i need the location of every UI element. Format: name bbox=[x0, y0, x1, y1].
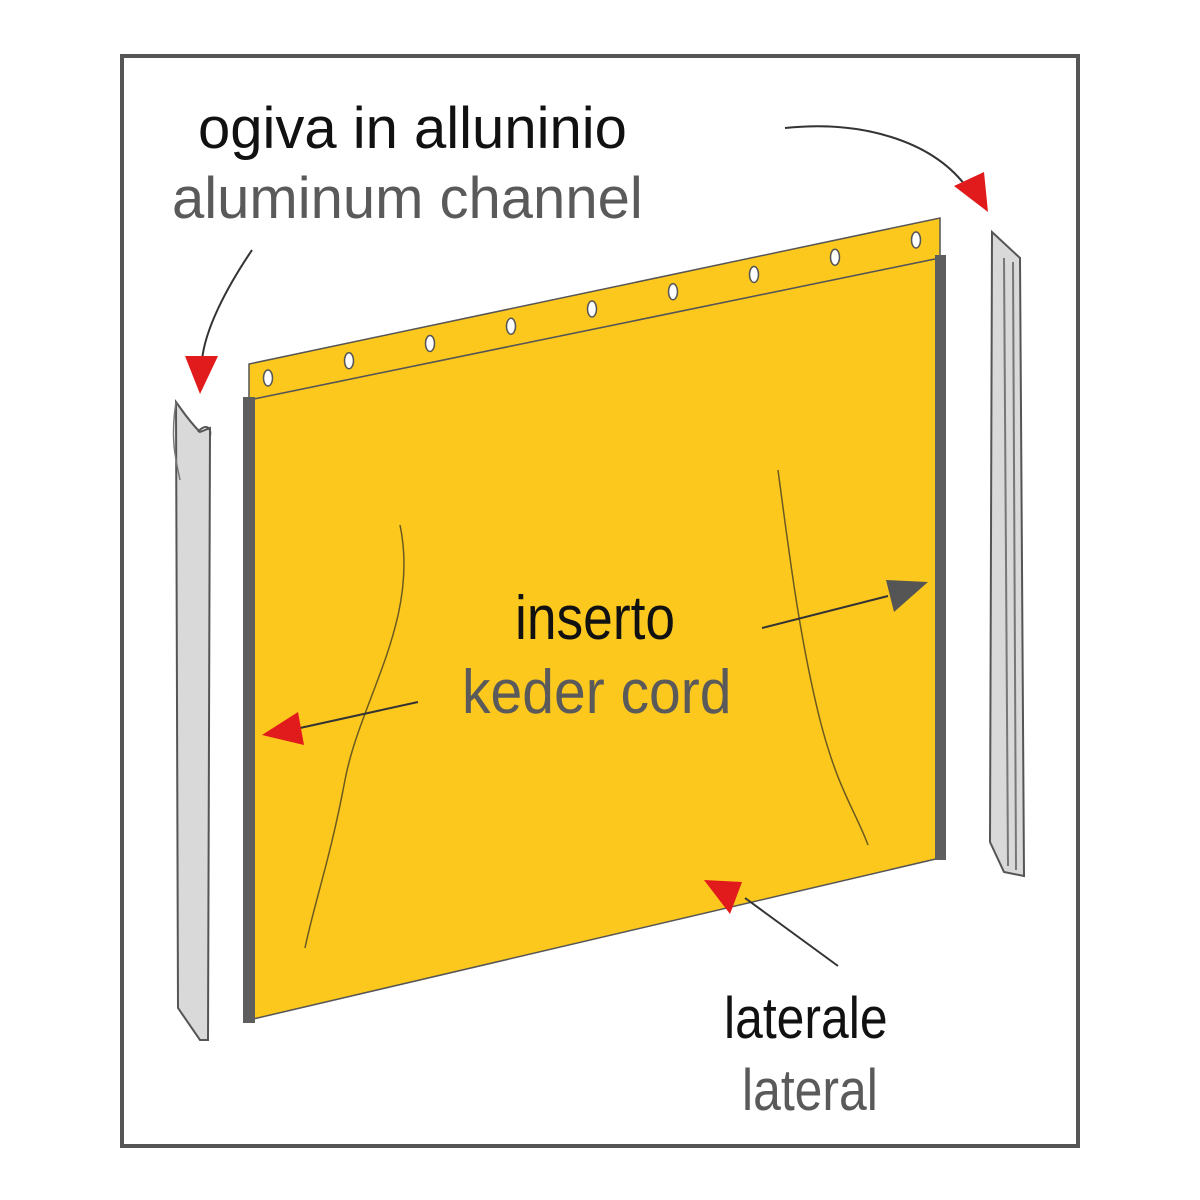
pvc-curtain bbox=[243, 217, 946, 1023]
arrow-channel-left bbox=[201, 249, 253, 361]
fold-line-left bbox=[304, 524, 405, 949]
eyelet bbox=[910, 231, 922, 249]
eyelet bbox=[343, 352, 355, 370]
label-lateral-it: laterale bbox=[724, 986, 888, 1051]
label-channel-en: aluminum channel bbox=[172, 166, 643, 231]
arrow-lateral bbox=[744, 897, 839, 967]
arrowhead-lateral bbox=[704, 880, 742, 914]
arrowhead-channel-left bbox=[185, 356, 218, 394]
arrow-keder-left bbox=[299, 701, 419, 729]
label-lateral-en: lateral bbox=[742, 1058, 878, 1123]
label-channel-it: ogiva in alluninio bbox=[198, 96, 627, 161]
eyelet bbox=[829, 248, 841, 266]
fold-line-right bbox=[777, 469, 869, 846]
eyelet bbox=[748, 265, 760, 284]
eyelet-row bbox=[262, 231, 922, 387]
label-keder-it: inserto bbox=[515, 584, 676, 653]
eyelet bbox=[586, 300, 598, 318]
eyelet bbox=[505, 317, 517, 335]
arrowhead-channel-right bbox=[954, 172, 988, 212]
keder-cord-right bbox=[935, 255, 946, 860]
arrowhead-keder-left bbox=[262, 712, 304, 745]
eyelet bbox=[667, 283, 679, 301]
arrow-channel-right bbox=[784, 125, 966, 186]
keder-cord-left bbox=[243, 397, 255, 1023]
aluminum-channel-right bbox=[988, 229, 1026, 878]
label-keder-en: keder cord bbox=[462, 658, 732, 727]
arrowhead-keder-right bbox=[886, 580, 928, 612]
aluminum-channel-left bbox=[172, 398, 212, 1041]
eyelet bbox=[424, 334, 436, 353]
diagram-border bbox=[120, 54, 1080, 1148]
eyelet bbox=[262, 369, 274, 387]
arrow-keder-right bbox=[761, 595, 889, 629]
